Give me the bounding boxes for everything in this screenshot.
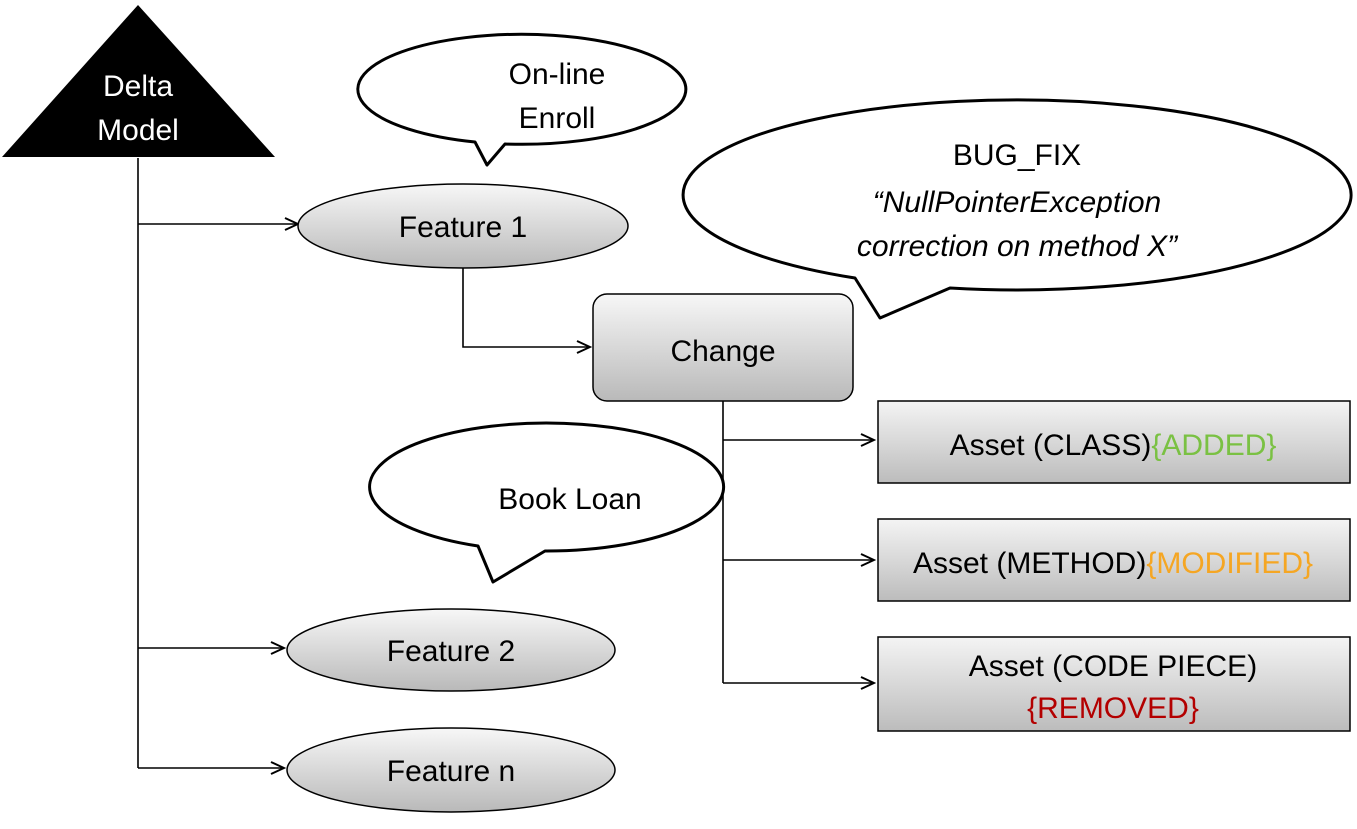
feature-n-node: Feature n: [286, 727, 616, 813]
callout-book-loan-bubble: [368, 421, 726, 584]
asset-class-text: Asset (CLASS): [950, 429, 1152, 462]
callout-bugfix-line3: correction on method X”: [857, 230, 1179, 263]
callout-book-loan: Book Loan: [368, 421, 726, 584]
change-node: Change: [592, 293, 854, 402]
callout-bugfix-line1: BUG_FIX: [953, 139, 1081, 172]
feature-2-ellipse: [286, 608, 616, 692]
root-label-line2: Model: [97, 114, 179, 147]
asset-class-status: {ADDED}: [1151, 429, 1276, 462]
asset-method-status: {MODIFIED}: [1146, 547, 1313, 580]
callout-online-enroll-bubble: [356, 32, 688, 167]
change-box: [592, 293, 854, 402]
asset-code-piece-box: [877, 636, 1351, 732]
root-triangle-shape: [2, 5, 275, 157]
callout-online-line1: On-line: [509, 58, 606, 91]
feature-1-ellipse: [297, 183, 629, 269]
delta-model-root: Delta Model: [2, 5, 275, 157]
feature-2-node: Feature 2: [286, 608, 616, 692]
feature-2-label: Feature 2: [387, 635, 515, 668]
arrow-feature1-to-change: [462, 268, 590, 347]
feature-n-label: Feature n: [387, 755, 515, 788]
asset-method-box: [877, 518, 1351, 602]
feature-1-node: Feature 1: [297, 183, 629, 269]
asset-class-label: Asset (CLASS){ADDED}: [950, 429, 1277, 462]
asset-code-piece-node: Asset (CODE PIECE) {REMOVED}: [877, 636, 1351, 732]
callout-bugfix-line2: “NullPointerException: [873, 186, 1161, 219]
asset-class-node: Asset (CLASS){ADDED}: [877, 400, 1351, 484]
asset-method-node: Asset (METHOD){MODIFIED}: [877, 518, 1351, 602]
callout-bug-fix-bubble: [681, 98, 1353, 320]
feature-1-label: Feature 1: [399, 211, 527, 244]
callout-bug-fix: BUG_FIX “NullPointerException correction…: [681, 98, 1353, 320]
asset-method-label: Asset (METHOD){MODIFIED}: [913, 547, 1313, 580]
change-label: Change: [670, 335, 775, 368]
callout-bookloan-line1: Book Loan: [498, 483, 641, 516]
connectors: [137, 158, 874, 768]
asset-method-text: Asset (METHOD): [913, 547, 1146, 580]
callout-online-line2: Enroll: [519, 102, 596, 135]
callout-online-enroll: On-line Enroll: [356, 32, 688, 167]
asset-class-box: [877, 400, 1351, 484]
asset-code-piece-text: Asset (CODE PIECE): [969, 650, 1257, 683]
root-label-line1: Delta: [103, 70, 173, 103]
feature-n-ellipse: [286, 727, 616, 813]
asset-code-piece-status: {REMOVED}: [1027, 692, 1199, 725]
